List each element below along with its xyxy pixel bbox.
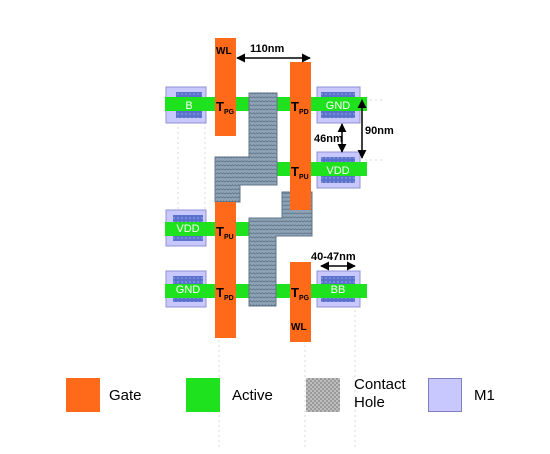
wl-top-label: WL — [216, 46, 232, 57]
gate-left-top — [215, 38, 236, 136]
legend-contact-swatch — [306, 378, 340, 412]
legend-m1-swatch — [428, 378, 462, 412]
legend-active-label: Active — [232, 387, 273, 404]
dimension-labels: 110nm 46nm 90nm 40-47nm — [250, 43, 394, 263]
legend-contact-line1: Contact — [354, 376, 406, 393]
dim-gate-pitch-label: 110nm — [250, 43, 284, 55]
terminal-gnd-top: GND — [326, 100, 351, 112]
dim-cell-height-label: 90nm — [365, 125, 394, 137]
gate-left-lower — [215, 202, 236, 338]
contact-upper-shape — [214, 92, 278, 203]
terminal-vdd-left: VDD — [176, 223, 199, 235]
gate-right-upper — [290, 62, 311, 210]
legend-contact-label: Contact Hole — [354, 376, 406, 412]
legend-gate-swatch — [66, 378, 100, 412]
terminal-bb: BB — [331, 284, 346, 296]
terminal-b: B — [185, 100, 192, 112]
gates — [215, 38, 311, 342]
dimension-annotations — [236, 53, 367, 271]
terminal-labels: B GND VDD VDD GND BB — [176, 100, 351, 296]
tpd-right-label: TPD — [291, 99, 309, 116]
contact-lower-shape — [248, 191, 313, 307]
tpu-right-label: TPU — [291, 164, 309, 181]
tpu-left-label: TPU — [216, 224, 234, 241]
gate-right-bottom — [290, 262, 311, 342]
gate-labels: WL WL TPG TPD TPU TPU TPD TPG — [216, 46, 310, 333]
legend-contact-line2: Hole — [354, 394, 385, 411]
legend-gate-label: Gate — [109, 387, 142, 404]
dim-contact-spacing-label: 46nm — [314, 133, 343, 145]
contact-holes — [214, 92, 313, 307]
tpd-left-label: TPD — [216, 285, 234, 302]
wl-bottom-label: WL — [291, 322, 307, 333]
terminal-vdd-right: VDD — [326, 165, 349, 177]
terminal-gnd-bottom: GND — [176, 284, 201, 296]
tpg-right-label: TPG — [291, 285, 310, 302]
legend-m1-label: M1 — [474, 387, 495, 404]
legend-active-swatch — [186, 378, 220, 412]
tpg-left-label: TPG — [216, 99, 235, 116]
dim-contact-width-label: 40-47nm — [311, 251, 356, 263]
